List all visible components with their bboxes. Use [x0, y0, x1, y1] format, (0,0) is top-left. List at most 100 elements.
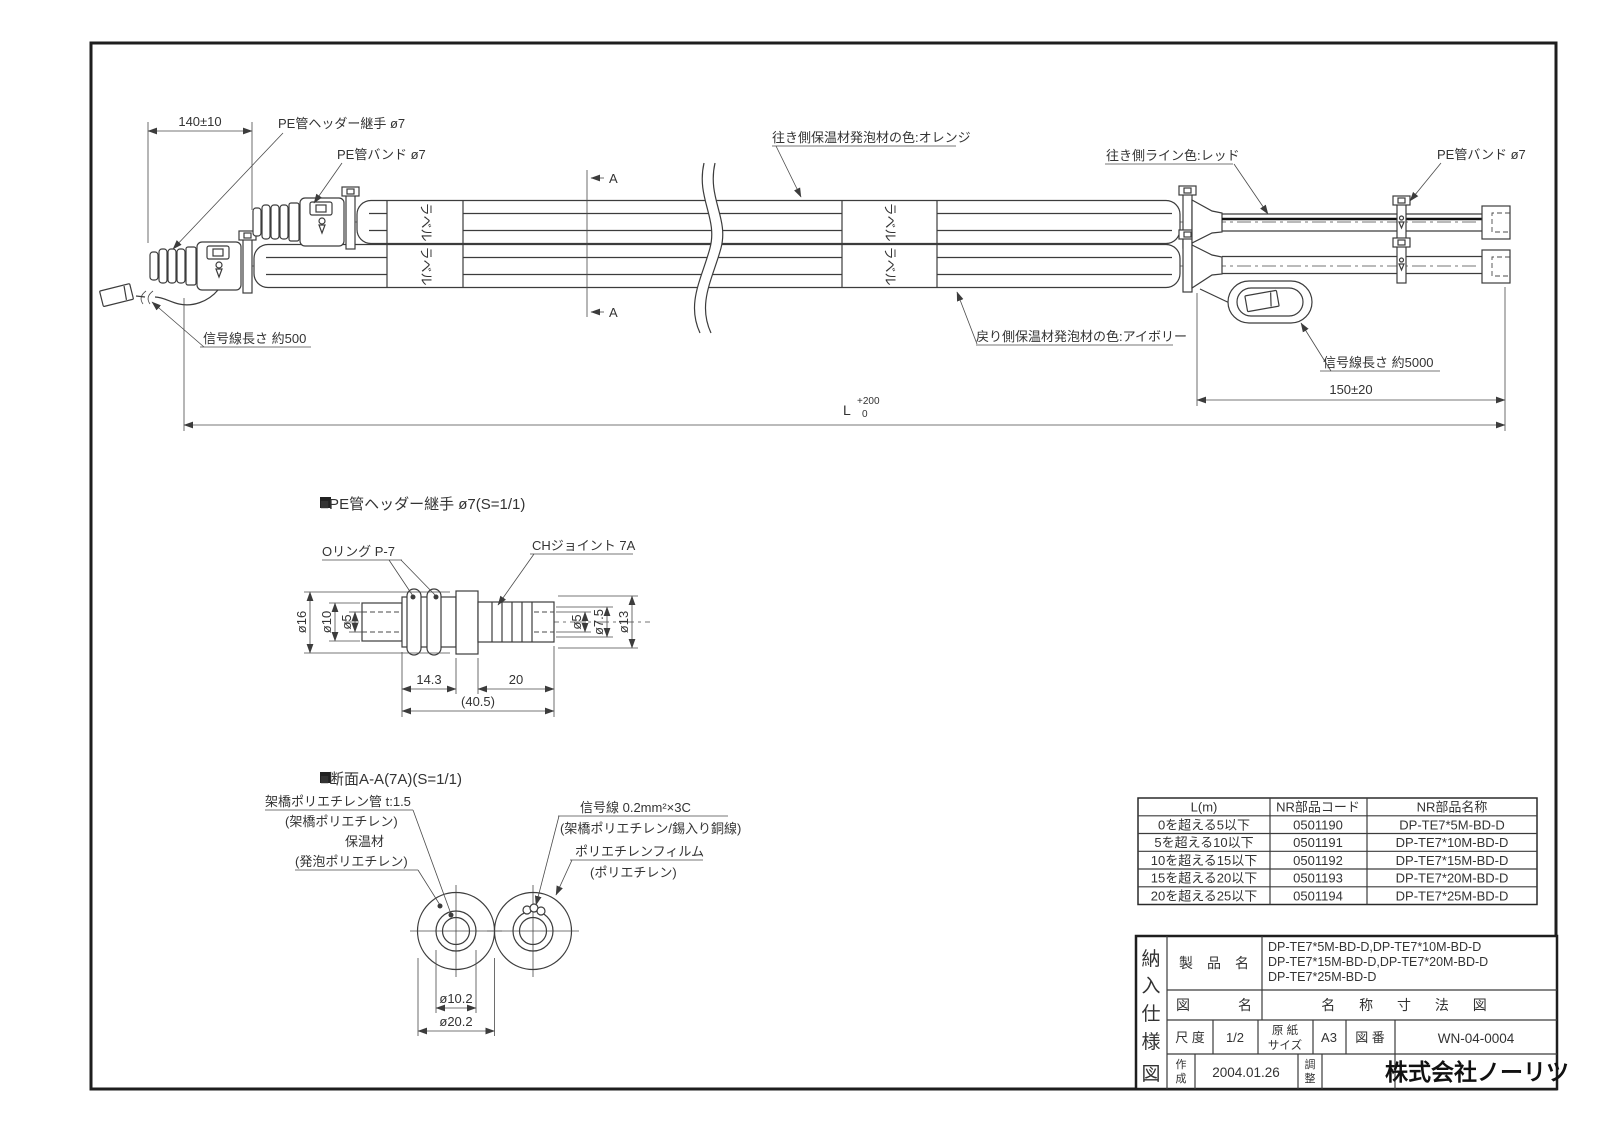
- label-band-2: ラベル ラベル: [841, 200, 938, 288]
- signal-wire-core: [536, 906, 546, 916]
- table-row: 10を超える15以下 0501192 DP-TE7*15M-BD-D: [1151, 853, 1509, 868]
- label-film-sub: (ポリエチレン): [590, 865, 677, 880]
- cell-code: 0501190: [1293, 817, 1343, 832]
- dim-dia5-right: ø5: [569, 614, 584, 629]
- joint-detail-view: ■PE管ヘッダー継手 ø7(S=1/1) Oリング P-7: [294, 496, 650, 717]
- scale-label: 尺 度: [1175, 1030, 1205, 1045]
- label-insulation: 保温材: [345, 834, 384, 849]
- assembly-view: ラベル ラベル ラベル ラベル A A: [99, 114, 1526, 431]
- cell-name: DP-TE7*15M-BD-D: [1396, 853, 1509, 868]
- section-dimensions: ø10.2 ø20.2: [417, 950, 495, 1036]
- cell-range: 5を超える10以下: [1154, 835, 1253, 850]
- label-band-1: ラベル ラベル: [386, 200, 464, 288]
- dim-dia75: ø7.5: [591, 609, 606, 635]
- section-aa-marker: A A: [586, 170, 618, 320]
- paper-label-1: 原 紙: [1272, 1023, 1299, 1037]
- section-mark-a-top: A: [609, 171, 618, 186]
- section-aa-view: ■断面A-A(7A)(S=1/1) 架橋ポリエチレン管 t:1.5 (架橋ポリエ…: [265, 771, 741, 1036]
- cell-code: 0501192: [1293, 853, 1343, 868]
- signal-wire-coil: [1199, 280, 1313, 324]
- tube-label-text: ラベル: [883, 246, 898, 285]
- assembly-dimensions: 140±10 150±20 L +200 0: [147, 114, 1506, 431]
- dim-dia202: ø20.2: [439, 1014, 472, 1029]
- section-mark-a-bottom: A: [609, 305, 618, 320]
- doc-type-char: 様: [1141, 1031, 1160, 1053]
- dim-L-tol-upper: +200: [857, 396, 880, 407]
- label-pipe-sub: (架橋ポリエチレン): [285, 814, 398, 829]
- drawing-frame: [89, 41, 1558, 1091]
- joint-detail-labels: Oリング P-7 CHジョイント 7A: [322, 538, 636, 606]
- product-line-1: DP-TE7*5M-BD-D,DP-TE7*10M-BD-D: [1268, 940, 1481, 954]
- going-tube: [356, 199, 1181, 245]
- table-header-name: NR部品名称: [1417, 800, 1488, 815]
- dim-dia16: ø16: [294, 611, 309, 633]
- dim-dia5-left: ø5: [339, 614, 354, 629]
- cell-code: 0501191: [1293, 835, 1343, 850]
- product-line-3: DP-TE7*25M-BD-D: [1268, 970, 1376, 984]
- signal-wire-left: [99, 283, 219, 308]
- label-signal: 信号線 0.2mm²×3C: [580, 800, 691, 815]
- title-block: 納 入 仕 様 図 製 品 名 DP-TE7*5M-BD-D,DP-TE7*10…: [1134, 934, 1569, 1091]
- oring-2: [426, 588, 442, 656]
- dim-143: 14.3: [416, 672, 441, 687]
- section-circles: [410, 885, 579, 977]
- return-header-joint: [149, 230, 257, 294]
- label-oring: Oリング P-7: [322, 544, 395, 559]
- dim-dia102: ø10.2: [439, 991, 472, 1006]
- section-title: ■断面A-A(7A)(S=1/1): [320, 771, 462, 788]
- table-row: 20を超える25以下 0501194 DP-TE7*25M-BD-D: [1151, 888, 1509, 903]
- pipe-band-right-lower: [1392, 237, 1411, 284]
- cell-range: 15を超える20以下: [1151, 871, 1258, 886]
- label-signal-long: 信号線長さ 約5000: [1323, 355, 1434, 370]
- table-row: 15を超える20以下 0501193 DP-TE7*20M-BD-D: [1151, 871, 1509, 886]
- dim-L: L: [843, 402, 851, 418]
- number-value: WN-04-0004: [1438, 1031, 1515, 1046]
- label-return-color: 戻り側保温材発泡材の色:アイボリー: [976, 329, 1187, 344]
- created-value: 2004.01.26: [1212, 1065, 1280, 1080]
- name-label-right: 名: [1238, 997, 1252, 1013]
- table-row: 0を超える5以下 0501190 DP-TE7*5M-BD-D: [1158, 817, 1505, 832]
- label-film: ポリエチレンフィルム: [575, 844, 704, 859]
- tube-label-text: ラベル: [419, 202, 434, 241]
- cell-range: 10を超える15以下: [1151, 853, 1258, 868]
- product-line-2: DP-TE7*15M-BD-D,DP-TE7*20M-BD-D: [1268, 955, 1488, 969]
- label-band-right: PE管バンド ø7: [1437, 147, 1526, 162]
- dim-dia13: ø13: [616, 611, 631, 633]
- company-name: 株式会社ノーリツ: [1385, 1059, 1569, 1085]
- label-going-color: 往き側保温材発泡材の色:オレンジ: [772, 130, 971, 145]
- doc-type-char: 納: [1141, 948, 1160, 970]
- going-header-joint: [252, 186, 360, 250]
- label-signal-short: 信号線長さ 約500: [203, 331, 306, 346]
- created-label-1: 作: [1176, 1058, 1187, 1071]
- cell-code: 0501194: [1293, 888, 1343, 903]
- dim-140: 140±10: [178, 114, 221, 129]
- name-label-left: 図: [1176, 997, 1190, 1013]
- table-row: 5を超える10以下 0501191 DP-TE7*10M-BD-D: [1154, 835, 1508, 850]
- tube-end-transition: [1178, 185, 1223, 293]
- return-tube: [253, 243, 1181, 289]
- adjust-label-1: 調: [1305, 1057, 1316, 1071]
- table-header-code: NR部品コード: [1276, 800, 1360, 815]
- created-label-2: 成: [1176, 1072, 1187, 1085]
- label-ch-joint: CHジョイント 7A: [532, 538, 636, 553]
- dim-dia10: ø10: [319, 611, 334, 633]
- paper-label-2: サイズ: [1268, 1038, 1302, 1052]
- label-pipe: 架橋ポリエチレン管 t:1.5: [265, 794, 411, 809]
- joint-detail-dimensions: ø16 ø10 ø5 ø5 ø7.5 ø13: [294, 591, 638, 717]
- doc-type-char: 入: [1141, 976, 1160, 997]
- paper-value: A3: [1321, 1030, 1337, 1045]
- dim-L-tol-lower: 0: [862, 409, 868, 420]
- assembly-labels: PE管ヘッダー継手 ø7 PE管バンド ø7 往き側保温材発泡材の色:オレンジ …: [151, 116, 1526, 372]
- doc-type-char: 図: [1141, 1064, 1160, 1085]
- tube-label-text: ラベル: [419, 246, 434, 285]
- scale-value: 1/2: [1226, 1030, 1244, 1045]
- label-band-left: PE管バンド ø7: [337, 147, 426, 162]
- doc-type-vertical: 納 入 仕 様 図: [1141, 948, 1160, 1085]
- joint-detail-title: ■PE管ヘッダー継手 ø7(S=1/1): [320, 496, 525, 513]
- pipe-end-caps: [1481, 205, 1511, 284]
- cell-range: 0を超える5以下: [1158, 817, 1250, 832]
- doc-type-char: 仕: [1141, 1003, 1160, 1025]
- tube-label-text: ラベル: [883, 202, 898, 241]
